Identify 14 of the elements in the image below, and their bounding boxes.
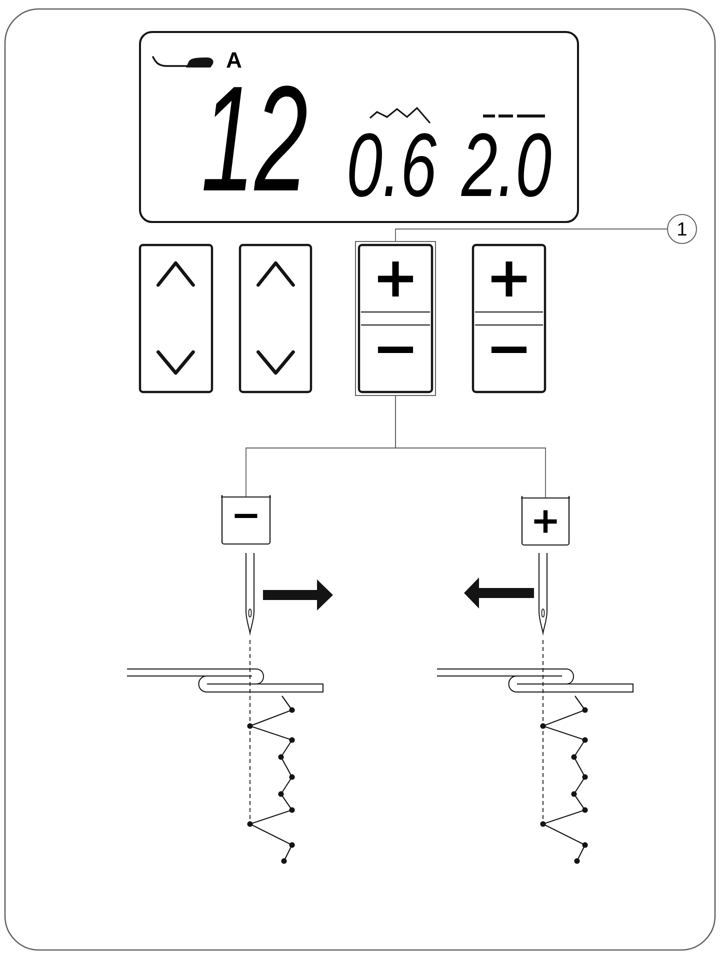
connector-line — [395, 396, 546, 498]
plus-minus-button: + − — [358, 244, 434, 394]
lcd-display — [139, 31, 579, 223]
pattern-number: 12 — [204, 86, 306, 190]
key-box: + — [521, 496, 570, 546]
length-value: 2.0 — [461, 133, 552, 197]
callout-number: 1 — [667, 214, 697, 244]
mode-letter: A — [226, 52, 242, 68]
arrow-button — [138, 244, 214, 394]
arrow-button — [238, 244, 312, 394]
key-box: − — [221, 495, 271, 545]
width-value: 0.6 — [349, 133, 437, 197]
leader-line — [395, 228, 668, 242]
plus-minus-button: + − — [472, 244, 546, 394]
